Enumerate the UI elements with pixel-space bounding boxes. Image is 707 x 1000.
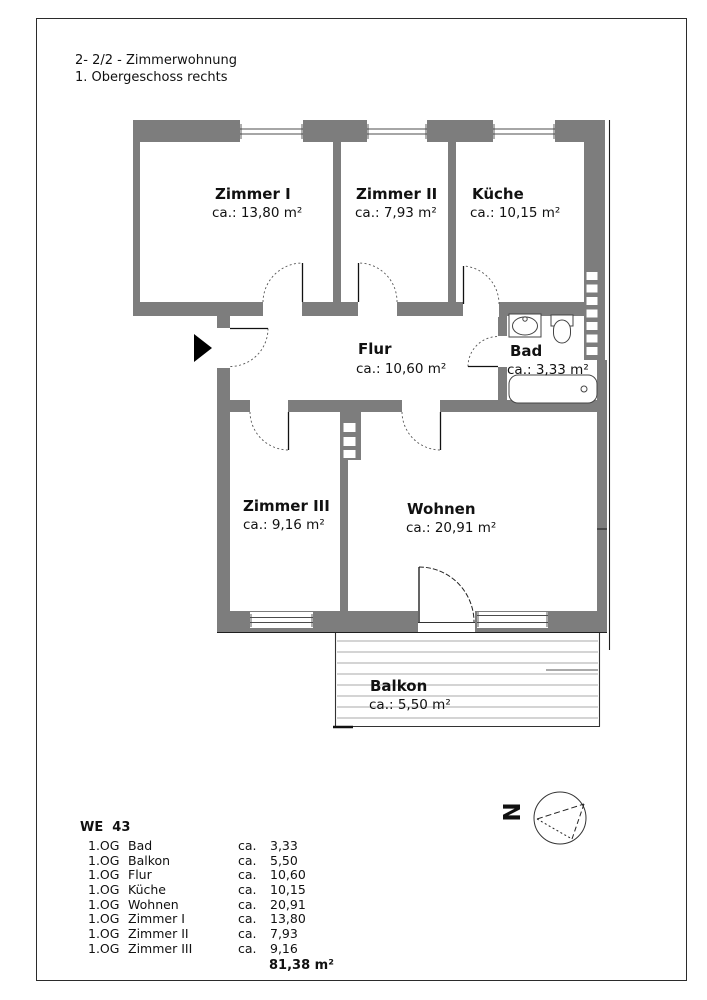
- row-room: Zimmer II: [128, 926, 189, 942]
- row-floor: 1.OG: [88, 896, 120, 912]
- window-zimmer3: [250, 614, 313, 627]
- shaft-hatches: [343, 272, 598, 458]
- table-row: 1.OG Wohnen ca. 20,91: [80, 896, 334, 913]
- table-row: 1.OG Zimmer I ca. 13,80: [80, 912, 334, 927]
- door-wohnen: [401, 411, 442, 451]
- table-row: 1.OG Zimmer II ca. 7,93: [80, 926, 334, 942]
- label-flur-name: Flur: [358, 340, 392, 358]
- balcony-deck-lines: [337, 640, 598, 719]
- washbasin: [508, 313, 542, 338]
- door-zimmer1: [262, 262, 304, 303]
- window-zimmer2: [367, 124, 427, 139]
- label-zimmer2-name: Zimmer II: [356, 185, 437, 203]
- row-value: 9,16: [270, 940, 298, 956]
- door-entrance: [229, 327, 269, 367]
- row-prefix: ca.: [238, 940, 257, 956]
- balcony: [333, 633, 601, 729]
- unit-title: WE 43: [80, 820, 131, 835]
- row-floor: 1.OG: [88, 852, 120, 868]
- row-room: Flur: [128, 867, 152, 883]
- row-room: Küche: [128, 882, 166, 898]
- north-compass: N: [497, 791, 587, 845]
- row-value: 10,60: [270, 867, 306, 883]
- row-prefix: ca.: [238, 882, 257, 898]
- label-zimmer1-name: Zimmer I: [215, 185, 291, 203]
- table-row: 1.OG Küche ca. 10,15: [80, 882, 334, 898]
- row-floor: 1.OG: [88, 911, 120, 927]
- title-line-1: 2- 2/2 - Zimmerwohnung: [75, 53, 237, 68]
- room-labels: Zimmer I ca.: 13,80 m² Zimmer II ca.: 7,…: [212, 185, 589, 713]
- door-zimmer3: [249, 411, 290, 451]
- row-floor: 1.OG: [88, 882, 120, 898]
- label-balkon-area: ca.: 5,50 m²: [369, 697, 451, 713]
- total-area: 81,38 m²: [269, 957, 334, 973]
- table-row: 1.OG Balkon ca. 5,50: [80, 852, 334, 869]
- label-zimmer2-area: ca.: 7,93 m²: [355, 205, 437, 221]
- table-row: 1.OG Bad ca. 3,33: [80, 838, 334, 854]
- doors: [229, 262, 500, 623]
- row-prefix: ca.: [238, 911, 257, 927]
- wall-openings: [217, 115, 555, 634]
- label-kueche-name: Küche: [472, 185, 524, 203]
- row-prefix: ca.: [238, 867, 257, 883]
- row-value: 7,93: [270, 926, 298, 942]
- label-balkon-name: Balkon: [370, 677, 427, 695]
- compass-needle: [536, 803, 585, 840]
- row-prefix: ca.: [238, 896, 257, 912]
- door-balcony: [418, 566, 475, 623]
- table-row: 1.OG Zimmer III ca. 9,16: [80, 940, 334, 957]
- entrance-arrow-icon: [194, 334, 212, 362]
- compass-north-label: N: [497, 802, 523, 821]
- row-room: Wohnen: [128, 896, 179, 912]
- row-value: 20,91: [270, 896, 306, 912]
- label-bad-name: Bad: [510, 342, 542, 360]
- toilet: [550, 314, 574, 344]
- page-border: [36, 18, 687, 981]
- window-wohnen: [477, 612, 548, 627]
- windows: [240, 124, 555, 627]
- row-value: 13,80: [270, 911, 306, 927]
- row-floor: 1.OG: [88, 926, 120, 942]
- label-zimmer3-name: Zimmer III: [243, 497, 330, 515]
- label-zimmer3-area: ca.: 9,16 m²: [243, 517, 325, 533]
- row-value: 5,50: [270, 852, 298, 868]
- row-room: Bad: [128, 838, 153, 853]
- row-floor: 1.OG: [88, 838, 120, 853]
- door-bad: [467, 336, 499, 368]
- label-zimmer1-area: ca.: 13,80 m²: [212, 205, 302, 221]
- door-kueche: [462, 265, 500, 305]
- table-row: 1.OG Flur ca. 10,60: [80, 868, 334, 883]
- row-value: 10,15: [270, 882, 306, 898]
- drawing-title: 2- 2/2 - Zimmerwohnung 1. Obergeschoss r…: [75, 52, 237, 86]
- row-room: Balkon: [128, 852, 171, 868]
- title-line-2: 1. Obergeschoss rechts: [75, 70, 228, 85]
- row-floor: 1.OG: [88, 867, 120, 883]
- area-summary-table: WE 43 1.OG Bad ca. 3,33 1.OG Balkon ca. …: [80, 820, 334, 973]
- shaft-right: [586, 272, 598, 355]
- wall-edge-lines: [217, 120, 611, 650]
- bath-fixtures: [508, 313, 598, 404]
- label-flur-area: ca.: 10,60 m²: [356, 361, 446, 377]
- label-wohnen-area: ca.: 20,91 m²: [406, 520, 496, 536]
- row-prefix: ca.: [238, 838, 257, 853]
- row-value: 3,33: [270, 838, 298, 853]
- shaft-middle: [343, 423, 356, 458]
- label-kueche-area: ca.: 10,15 m²: [470, 205, 560, 221]
- compass-circle: [533, 791, 587, 845]
- window-kueche: [493, 124, 555, 139]
- row-room: Zimmer III: [128, 940, 193, 956]
- bathtub: [508, 374, 598, 404]
- window-zimmer1: [240, 124, 303, 139]
- label-bad-area: ca.: 3,33 m²: [507, 362, 589, 378]
- row-room: Zimmer I: [128, 911, 185, 927]
- row-prefix: ca.: [238, 852, 257, 868]
- row-floor: 1.OG: [88, 940, 120, 956]
- door-zimmer2: [357, 262, 398, 303]
- label-wohnen-name: Wohnen: [407, 500, 476, 518]
- row-prefix: ca.: [238, 926, 257, 942]
- balcony-outline: [333, 633, 601, 729]
